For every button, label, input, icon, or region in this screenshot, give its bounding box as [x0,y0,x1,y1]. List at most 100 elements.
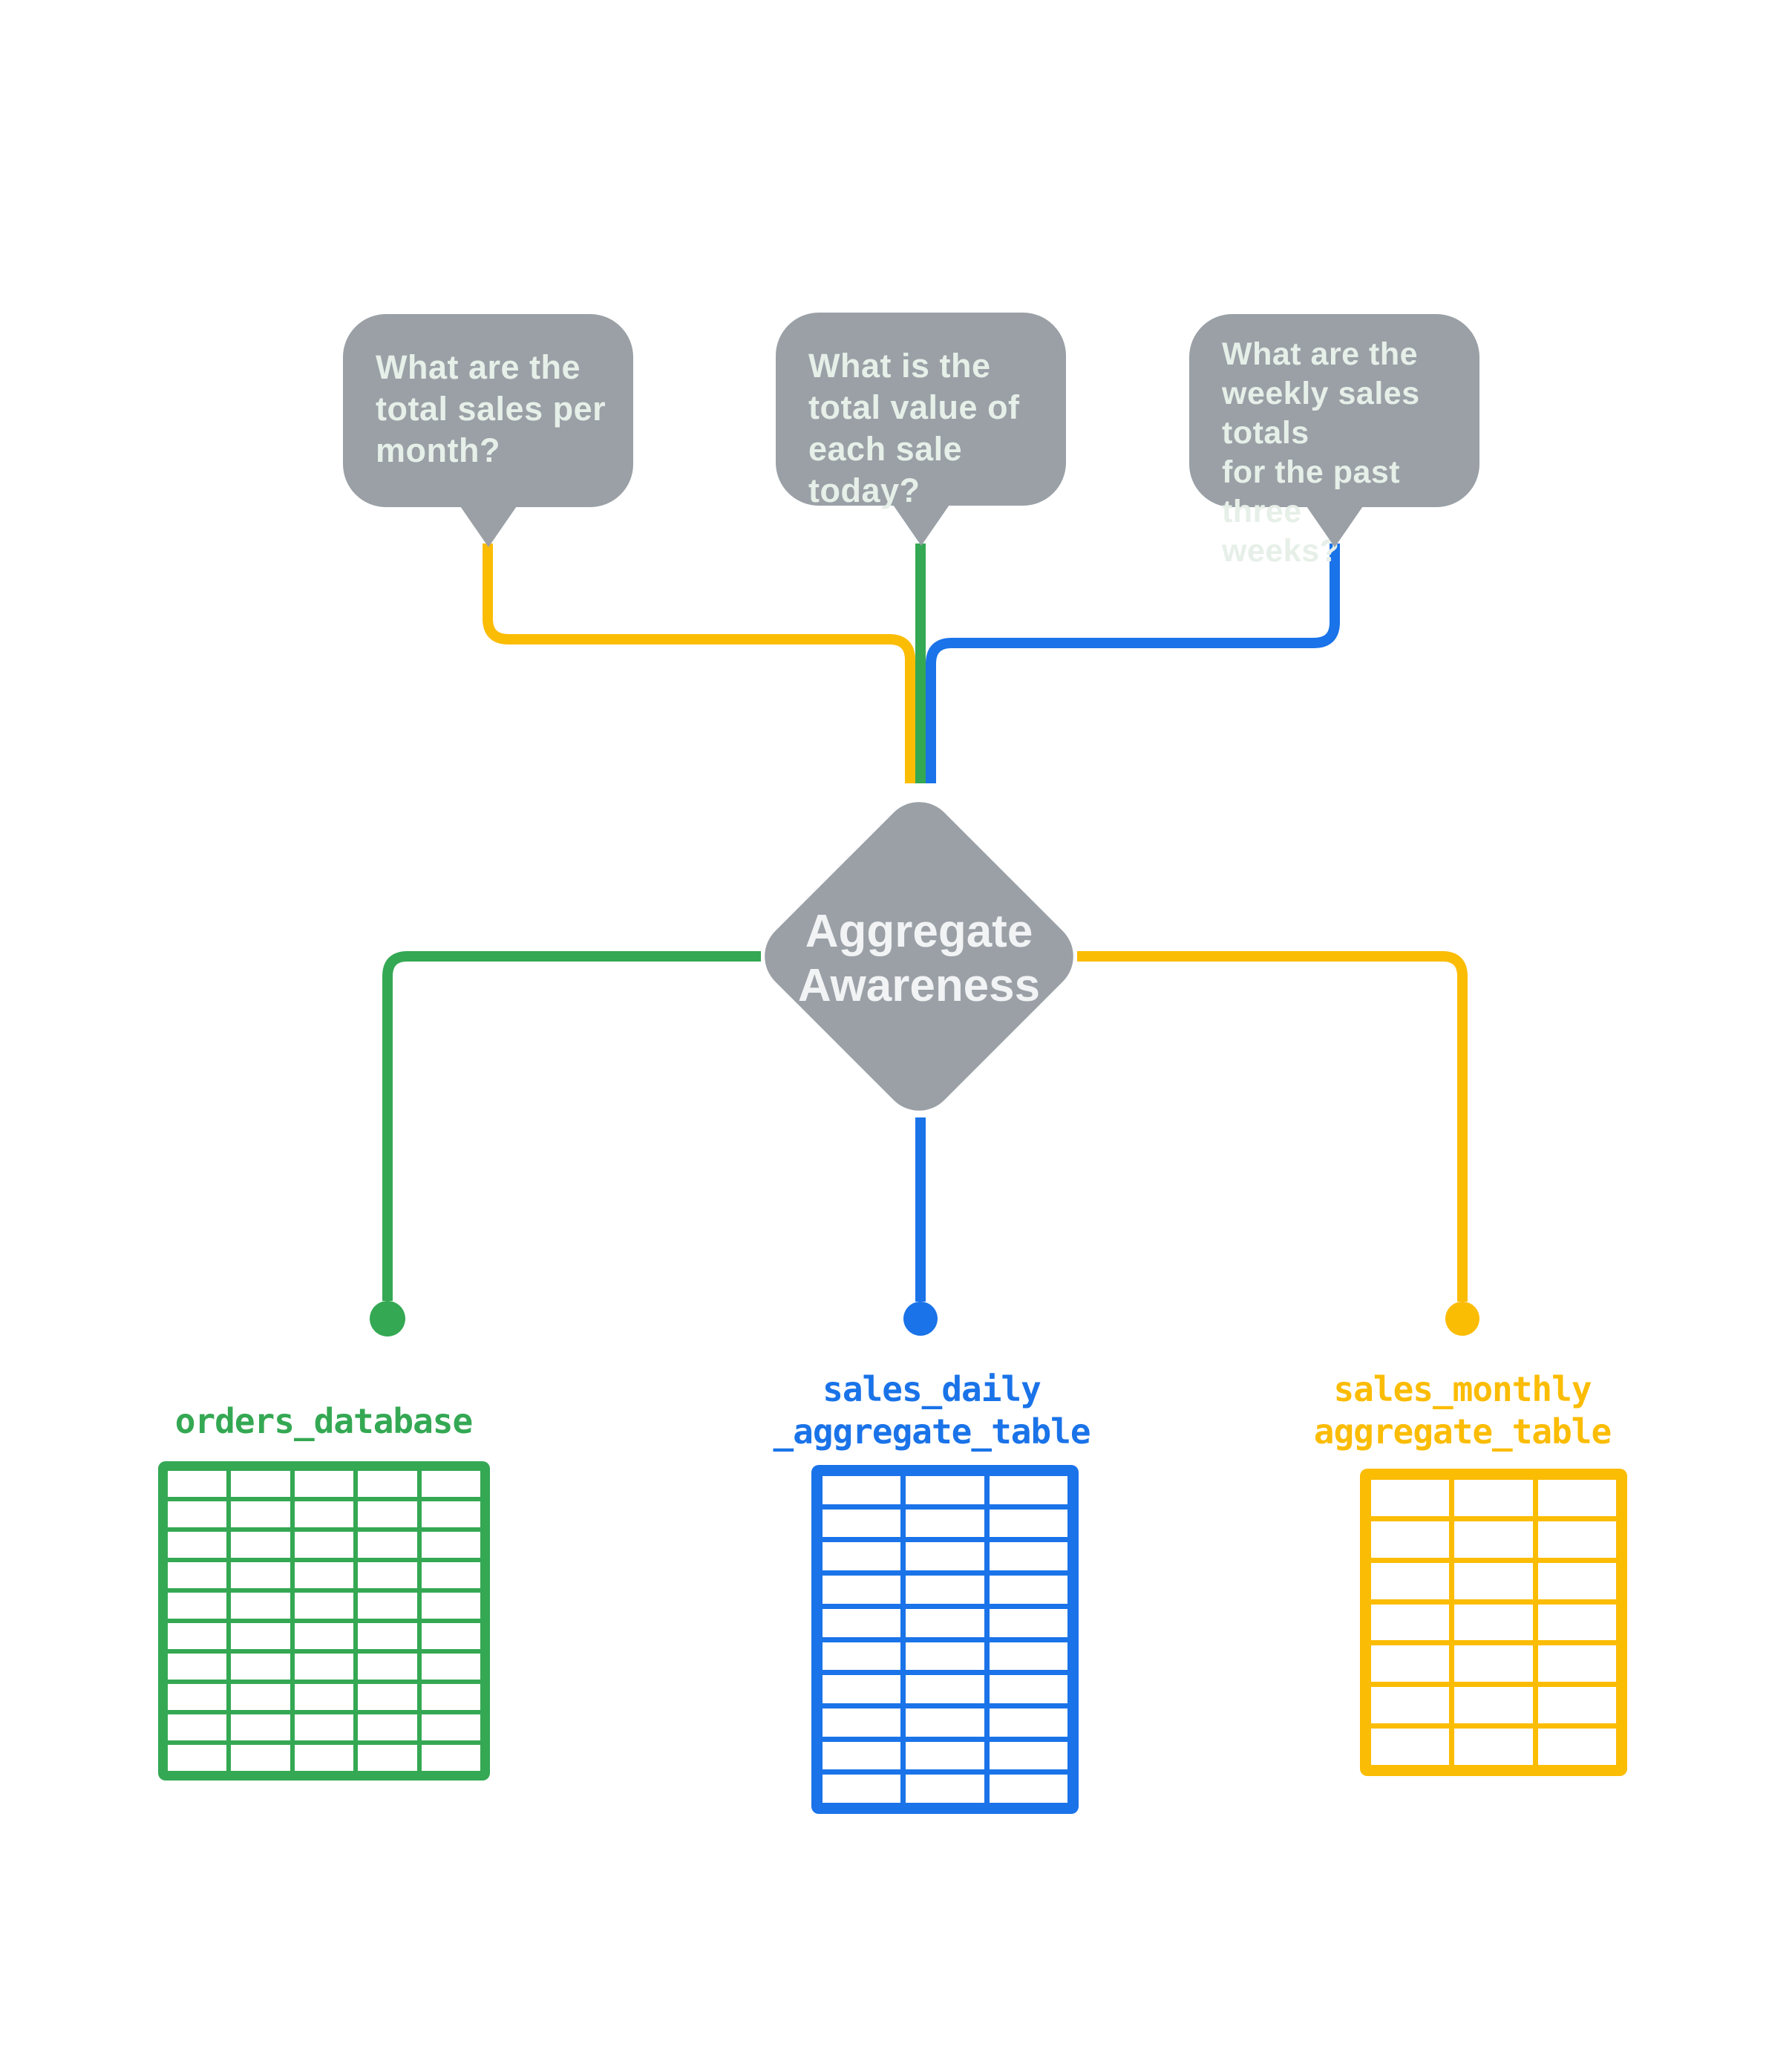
grid-cell [421,1654,480,1680]
endpoint-dot-yellow [1445,1302,1479,1336]
grid-cell [168,1623,227,1649]
grid-cell [231,1654,290,1680]
grid-cell [989,1476,1067,1504]
grid-cell [1537,1521,1616,1558]
grid-cell [358,1593,417,1619]
grid-cell [168,1593,227,1619]
grid-cell [1537,1562,1616,1599]
grid-cell [231,1745,290,1771]
grid-cell [421,1532,480,1558]
grid-cell [231,1562,290,1588]
grid-cell [421,1623,480,1649]
grid-cell [823,1741,901,1770]
table-grid-orders-database [158,1461,490,1781]
grid-cell [1371,1729,1450,1765]
grid-cell [421,1745,480,1771]
grid-cell [294,1532,354,1558]
grid-cell [294,1714,354,1740]
grid-cell [358,1501,417,1527]
grid-cell [989,1608,1067,1637]
table-label-orders-database: orders_database [174,1401,473,1441]
grid-cell [906,1775,984,1803]
grid-cell [168,1714,227,1740]
grid-cell [906,1576,984,1604]
question-bubble-weekly-sales-totals: What are the weekly sales totals for the… [1189,314,1479,569]
grid-cell [823,1708,901,1737]
grid-cell [421,1562,480,1588]
grid-cell [906,1708,984,1737]
table-label-sales-daily-aggregate: sales_daily _aggregate_table [773,1369,1090,1452]
grid-cell [989,1576,1067,1604]
grid-cell [823,1675,901,1703]
grid-cell [294,1501,354,1527]
grid-cell [1537,1604,1616,1641]
grid-cell [1537,1480,1616,1516]
grid-cell [358,1623,417,1649]
grid-cell [823,1642,901,1671]
grid-cell [294,1623,354,1649]
grid-cell [1371,1480,1450,1516]
grid-cell [168,1532,227,1558]
grid-cell [989,1741,1067,1770]
grid-cell [989,1708,1067,1737]
grid-cell [294,1593,354,1619]
grid-cell [421,1684,480,1710]
grid-cell [823,1542,901,1571]
grid-cell [1371,1562,1450,1599]
grid-cell [358,1684,417,1710]
table-grid-sales-daily-aggregate [811,1465,1079,1814]
grid-cell [168,1471,227,1497]
grid-cell [1454,1480,1533,1516]
grid-cell [168,1684,227,1710]
grid-cell [906,1509,984,1538]
grid-cell [1454,1562,1533,1599]
grid-cell [294,1471,354,1497]
grid-cell [421,1593,480,1619]
grid-cell [294,1562,354,1588]
grid-cell [421,1714,480,1740]
grid-cell [1537,1645,1616,1682]
grid-cell [168,1654,227,1680]
grid-cell [1371,1604,1450,1641]
grid-cell [906,1608,984,1637]
grid-cell [231,1471,290,1497]
grid-cell [1537,1687,1616,1724]
grid-cell [1454,1604,1533,1641]
grid-cell [231,1684,290,1710]
aggregate-awareness-label: Aggregate Awareness [797,906,1041,1011]
grid-cell [989,1642,1067,1671]
grid-cell [1371,1687,1450,1724]
grid-cell [1454,1521,1533,1558]
grid-cell [906,1741,984,1770]
grid-cell [1371,1521,1450,1558]
grid-cell [168,1562,227,1588]
grid-cell [358,1745,417,1771]
grid-cell [421,1471,480,1497]
grid-cell [906,1642,984,1671]
grid-cell [231,1714,290,1740]
grid-cell [1454,1687,1533,1724]
grid-cell [1371,1645,1450,1682]
grid-cell [421,1501,480,1527]
grid-cell [358,1532,417,1558]
grid-cell [231,1623,290,1649]
grid-cell [989,1542,1067,1571]
grid-cell [823,1775,901,1803]
grid-cell [294,1654,354,1680]
grid-cell [1454,1645,1533,1682]
grid-cell [358,1562,417,1588]
grid-cell [294,1684,354,1710]
wire-diamond-to-sales-monthly [1077,951,1468,1302]
grid-cell [1537,1729,1616,1765]
grid-cell [989,1675,1067,1703]
grid-cell [906,1476,984,1504]
grid-cell [989,1775,1067,1803]
question-bubble-total-value-each-sale: What is the total value of each sale tod… [776,313,1066,509]
grid-cell [231,1501,290,1527]
grid-cell [168,1501,227,1527]
table-label-sales-monthly-aggregate: sales_monthly aggregate_table [1313,1369,1612,1452]
grid-cell [906,1542,984,1571]
grid-cell [989,1509,1067,1538]
